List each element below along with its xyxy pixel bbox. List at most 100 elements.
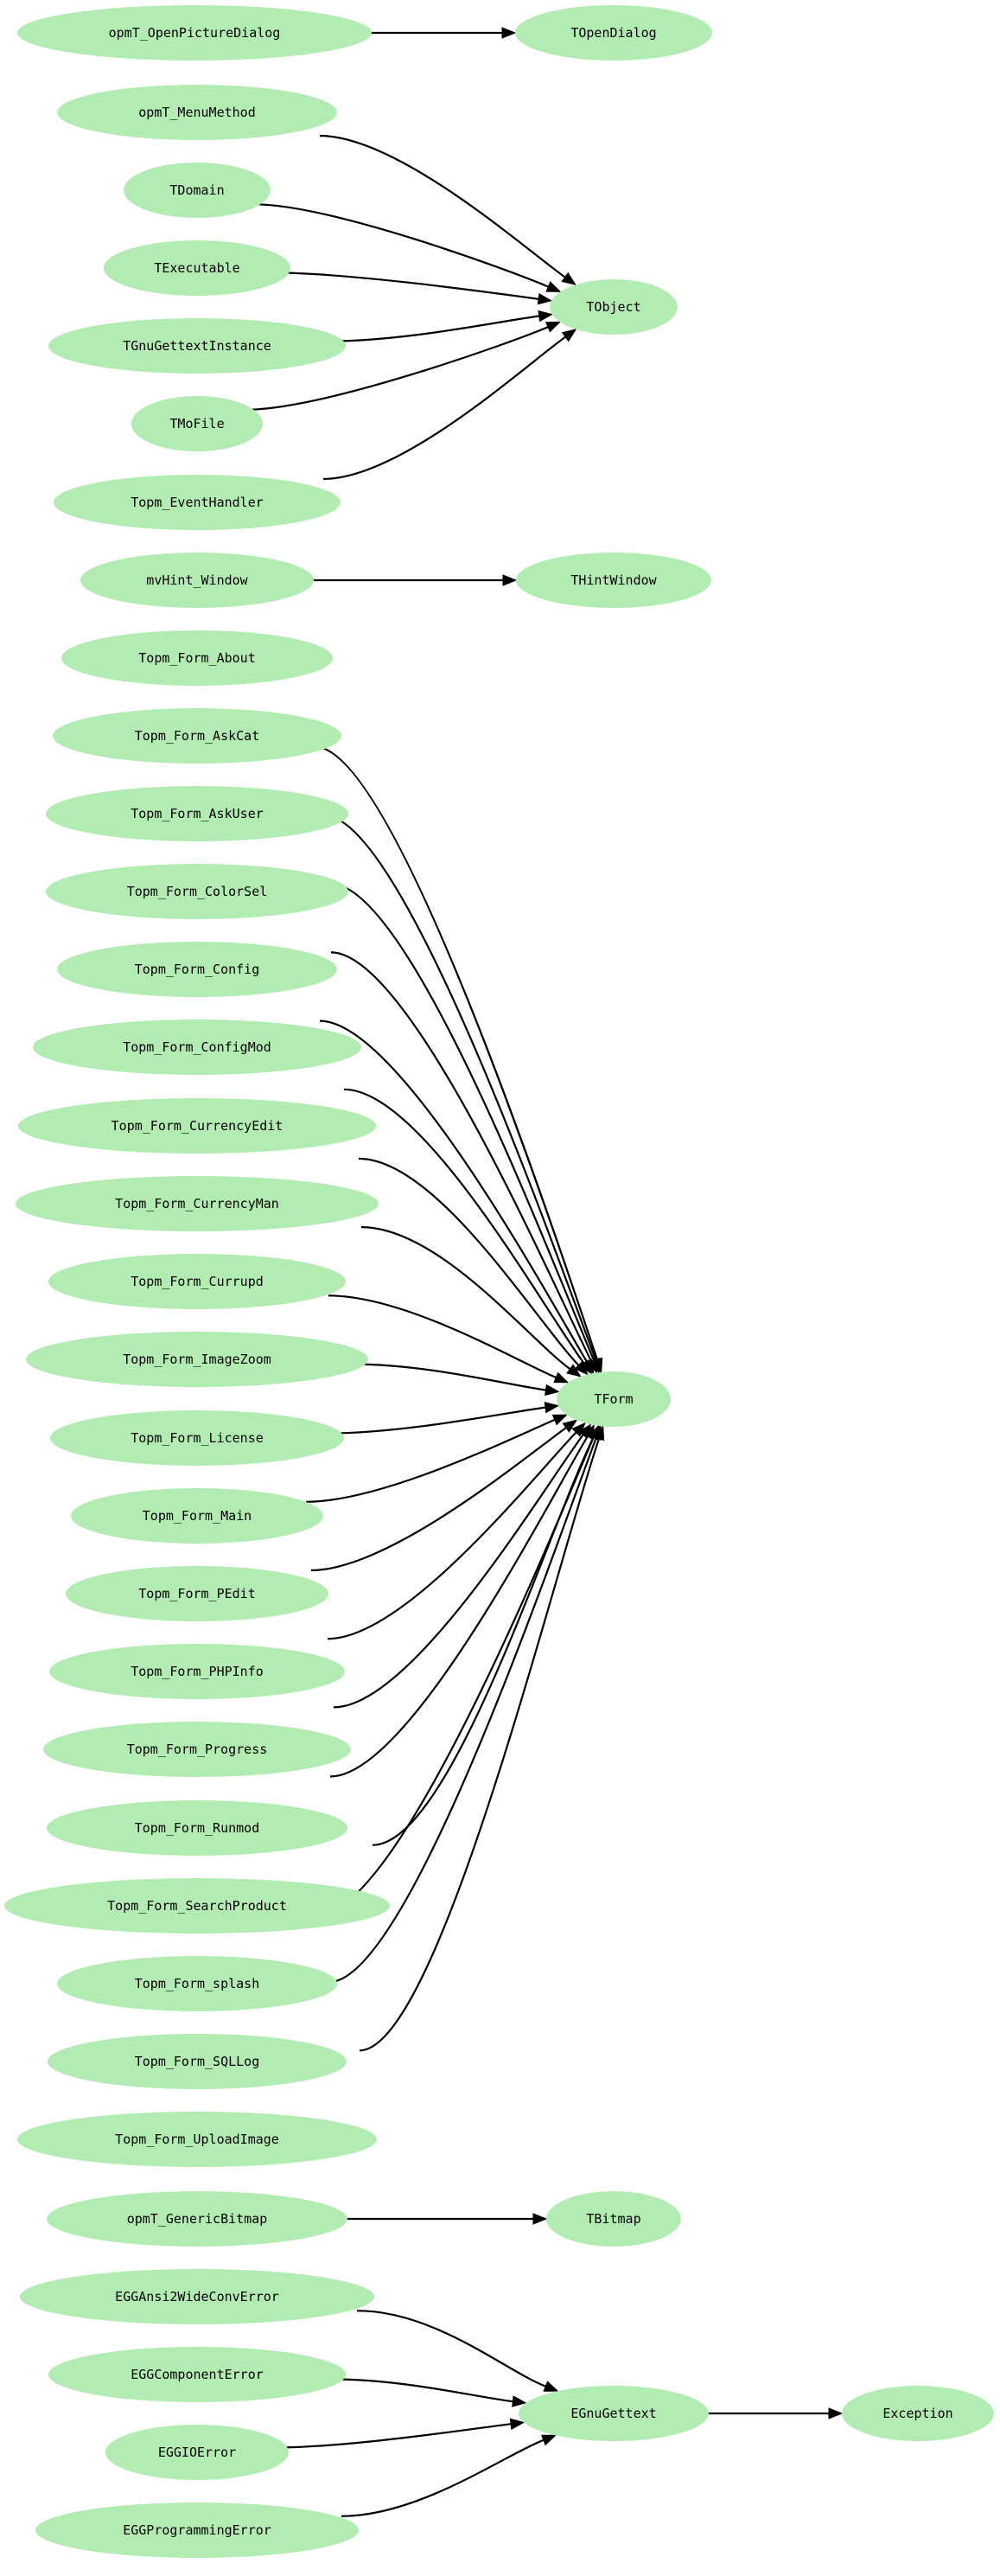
edge bbox=[310, 1419, 578, 1572]
edge bbox=[333, 1423, 592, 1709]
class-node: Topm_Form_Runmod bbox=[47, 1800, 347, 1856]
class-node: Topm_Form_CurrencyMan bbox=[16, 1176, 379, 1231]
node-label: Topm_Form_CurrencyEdit bbox=[111, 1118, 283, 1134]
class-node: EGGComponentError bbox=[48, 2347, 346, 2402]
edge bbox=[326, 1402, 560, 1435]
edge-line bbox=[350, 1363, 546, 1391]
node-label: TMoFile bbox=[169, 416, 224, 431]
edge bbox=[360, 1226, 582, 1377]
node-ellipse bbox=[48, 2347, 346, 2402]
edge bbox=[328, 2378, 527, 2407]
node-ellipse bbox=[16, 1176, 379, 1231]
class-node: Topm_Form_Config bbox=[57, 942, 337, 997]
class-node: TOpenDialog bbox=[515, 5, 712, 61]
class-node: Topm_Form_PEdit bbox=[66, 1566, 328, 1621]
edge-line bbox=[323, 814, 597, 1361]
node-label: Topm_Form_ColorSel bbox=[127, 884, 268, 899]
node-label: Topm_Form_PHPInfo bbox=[131, 1664, 264, 1679]
node-label: Topm_Form_CurrencyMan bbox=[115, 1196, 279, 1211]
class-node: Topm_Form_About bbox=[61, 630, 333, 686]
edge bbox=[330, 2213, 548, 2225]
node-label: Topm_Form_About bbox=[138, 650, 255, 666]
node-ellipse bbox=[48, 318, 346, 374]
class-node: Topm_Form_PHPInfo bbox=[49, 1644, 345, 1699]
edge bbox=[296, 574, 518, 586]
arrowhead bbox=[551, 1414, 568, 1426]
edge-line bbox=[341, 2439, 545, 2517]
node-ellipse bbox=[17, 5, 372, 61]
arrowhead bbox=[545, 281, 562, 292]
class-node: TObject bbox=[550, 279, 678, 335]
arrowhead bbox=[532, 2213, 548, 2225]
edge-line bbox=[333, 1434, 584, 1709]
node-label: Topm_Form_SQLLog bbox=[135, 2054, 260, 2069]
edge bbox=[358, 1157, 589, 1376]
class-node: EGGIOError bbox=[105, 2425, 289, 2480]
class-node: TBitmap bbox=[546, 2191, 681, 2247]
node-ellipse bbox=[26, 1332, 368, 1387]
node-ellipse bbox=[54, 475, 341, 530]
class-node: EGGAnsi2WideConvError bbox=[20, 2269, 374, 2324]
edge bbox=[322, 329, 577, 480]
edge bbox=[305, 1414, 568, 1503]
node-ellipse bbox=[49, 1644, 345, 1699]
node-ellipse bbox=[47, 2191, 347, 2247]
edge-layer bbox=[245, 27, 844, 2517]
arrowhead bbox=[566, 1364, 582, 1377]
arrowhead bbox=[562, 1419, 578, 1433]
edge bbox=[329, 1423, 596, 1778]
node-label: EGGIOError bbox=[158, 2445, 236, 2460]
class-node: Topm_Form_ColorSel bbox=[46, 864, 348, 919]
edge-line bbox=[245, 326, 549, 411]
node-ellipse bbox=[519, 2386, 709, 2441]
node-label: Topm_Form_ConfigMod bbox=[123, 1039, 271, 1055]
class-node: Topm_Form_AskCat bbox=[53, 708, 341, 764]
edge bbox=[328, 310, 554, 342]
edge bbox=[245, 321, 562, 411]
node-label: TBitmap bbox=[586, 2211, 640, 2227]
node-label: EGGProgrammingError bbox=[123, 2522, 271, 2538]
node-ellipse bbox=[516, 553, 711, 608]
node-ellipse bbox=[61, 630, 333, 686]
node-ellipse bbox=[131, 396, 263, 451]
arrowhead bbox=[593, 1425, 605, 1441]
node-ellipse bbox=[17, 2112, 377, 2167]
arrowhead bbox=[512, 2395, 527, 2407]
node-ellipse bbox=[33, 1020, 361, 1075]
node-ellipse bbox=[66, 1566, 328, 1621]
node-ellipse bbox=[20, 2269, 374, 2324]
edge-line bbox=[271, 2423, 512, 2449]
node-ellipse bbox=[35, 2502, 359, 2558]
edge bbox=[328, 1294, 570, 1384]
node-label: Topm_Form_ImageZoom bbox=[123, 1352, 271, 1367]
node-ellipse bbox=[48, 2034, 347, 2089]
edge-line bbox=[322, 336, 566, 480]
node-ellipse bbox=[842, 2386, 994, 2441]
node-ellipse bbox=[57, 942, 337, 997]
class-node: mvHint_Window bbox=[80, 553, 314, 608]
node-label: TGnuGettextInstance bbox=[123, 338, 271, 354]
node-ellipse bbox=[47, 1800, 347, 1856]
class-node: Topm_Form_UploadImage bbox=[17, 2112, 377, 2167]
arrowhead bbox=[537, 292, 553, 305]
node-label: TDomain bbox=[169, 182, 224, 198]
node-ellipse bbox=[46, 864, 348, 919]
node-label: EGGAnsi2WideConvError bbox=[115, 2289, 279, 2304]
arrowhead bbox=[545, 1384, 560, 1397]
edge bbox=[252, 203, 562, 292]
edge bbox=[350, 1363, 560, 1397]
arrowhead bbox=[553, 1371, 570, 1384]
node-label: Topm_Form_Runmod bbox=[135, 1820, 260, 1836]
node-ellipse bbox=[57, 1956, 337, 2011]
edge bbox=[319, 1424, 599, 1914]
node-ellipse bbox=[71, 1488, 323, 1544]
arrowhead bbox=[545, 321, 562, 333]
node-ellipse bbox=[515, 5, 712, 61]
class-node: Topm_Form_License bbox=[50, 1410, 344, 1466]
class-node: Topm_Form_ImageZoom bbox=[26, 1332, 368, 1387]
node-label: Topm_Form_Config bbox=[135, 962, 260, 977]
node-ellipse bbox=[4, 1878, 390, 1934]
edge bbox=[327, 1422, 586, 1640]
class-node: Topm_Form_ConfigMod bbox=[33, 1020, 361, 1075]
